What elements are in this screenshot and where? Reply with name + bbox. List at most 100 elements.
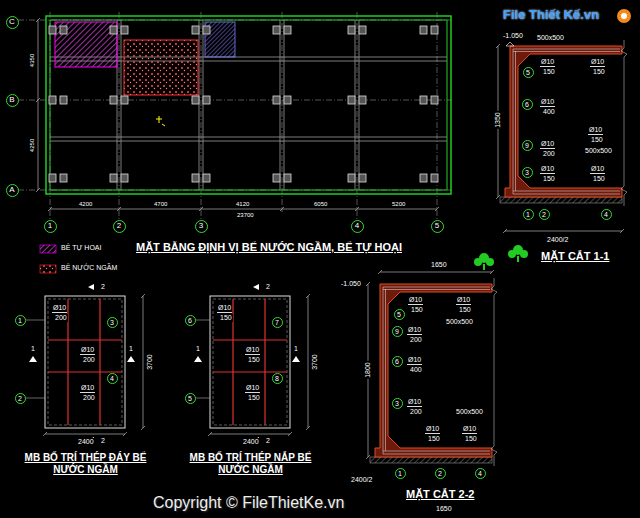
- annotation-text: 150: [590, 136, 604, 144]
- building-outline: [50, 20, 447, 190]
- tree-icon: [520, 250, 528, 258]
- annotation-text: 500x500: [536, 34, 565, 42]
- column: [273, 174, 291, 182]
- tree-icon: [474, 258, 482, 266]
- annotation-text: 4200: [78, 201, 93, 208]
- column: [348, 174, 366, 182]
- bubble-text: 2: [542, 211, 546, 218]
- beam-lines: [117, 20, 359, 190]
- bubble-text: 4: [110, 375, 114, 382]
- grid-bubble: 3: [195, 220, 208, 233]
- axis-marker: [156, 116, 165, 126]
- rebar-text: Ø10: [588, 126, 603, 135]
- annotation-text: 2400: [242, 438, 260, 446]
- rebar-plan-bottom: [43, 294, 145, 436]
- bubble-text: 2: [117, 222, 121, 230]
- rebar-text: Ø10: [408, 296, 423, 305]
- annotation-text: 200: [409, 408, 423, 416]
- building-outline: [46, 16, 451, 194]
- logo-text: File Thiết Kế.vn: [502, 8, 600, 23]
- column: [49, 96, 67, 104]
- annotation-text: 150: [464, 435, 478, 443]
- annotation-text: 200: [54, 314, 68, 322]
- section-2-2: [366, 270, 497, 466]
- section-1-1: [496, 44, 624, 233]
- annotation-text: 150: [247, 394, 261, 402]
- bubble-text: 4: [355, 222, 359, 230]
- tree-icon: [486, 258, 494, 266]
- annotation-text: 500x500: [584, 147, 613, 155]
- bubble-text: A: [9, 186, 14, 194]
- column: [192, 26, 210, 34]
- callout-number: 3: [522, 167, 533, 178]
- grid-bubble: A: [6, 184, 19, 197]
- beam-lines: [50, 57, 447, 141]
- callout-number: 1: [15, 315, 26, 326]
- column: [348, 96, 366, 104]
- dimension-text: 1350: [494, 111, 502, 129]
- column: [420, 96, 438, 104]
- annotation-text: 400: [542, 108, 556, 116]
- bubble-text: 1: [48, 222, 52, 230]
- callout-number: 6: [185, 315, 196, 326]
- building-outline: [46, 16, 451, 194]
- section-2-2: [383, 287, 490, 454]
- rebar-plan-bottom: [45, 296, 125, 428]
- annotation-text: 200: [542, 150, 556, 158]
- grid-bubble: 1: [44, 220, 57, 233]
- dimension-text: 4250: [30, 137, 37, 152]
- rebar-plan-bottom: [26, 320, 45, 398]
- callout-number: 5: [185, 393, 196, 404]
- legend-swatch: [40, 245, 56, 273]
- dimension-text: 1800: [364, 361, 372, 379]
- column: [273, 26, 291, 34]
- bubble-text: 4: [478, 470, 482, 477]
- rebar-text: Ø10: [590, 165, 605, 174]
- annotation-text: 150: [592, 175, 606, 183]
- dimension-text: 3700: [311, 353, 319, 371]
- rebar-text: Ø10: [80, 346, 95, 355]
- bubble-text: 7: [275, 319, 279, 326]
- bubble-text: 1: [398, 470, 402, 477]
- bubble-text: 5: [397, 311, 401, 318]
- rebar-plan-bottom: [26, 284, 145, 443]
- annotation-text: 4700: [153, 201, 168, 208]
- annotation-text: -1.050: [502, 32, 524, 40]
- legend-swatch: [40, 245, 56, 253]
- annotation-text: 1650: [435, 505, 453, 513]
- callout-number: 6: [392, 356, 403, 367]
- plan-grid: [18, 12, 452, 219]
- annotation-text: 23700: [236, 212, 255, 219]
- annotation-text: 150: [427, 435, 441, 443]
- rebar-plan-top: [210, 296, 290, 428]
- section-1-1: [621, 40, 627, 206]
- tree-icon: [483, 264, 485, 270]
- legend-swatch: [40, 265, 56, 273]
- plan-grid: [201, 12, 202, 219]
- grid-bubble: 4: [351, 220, 364, 233]
- rebar-plan-top: [194, 284, 310, 443]
- logo-icon: [617, 9, 631, 23]
- section-1-1: [496, 40, 627, 233]
- callout-number: 9: [522, 140, 533, 151]
- rebar-plan-top: [208, 294, 310, 436]
- callout-number: 3: [392, 398, 403, 409]
- rebar-text: Ø10: [540, 58, 555, 67]
- section-1-1: [513, 49, 620, 194]
- rebar-text: Ø10: [80, 384, 95, 393]
- bubble-text: 6: [525, 101, 529, 108]
- column: [110, 26, 128, 34]
- column: [348, 26, 366, 34]
- legend-text: BỂ NƯỚC NGẦM: [60, 264, 118, 272]
- annotation-text: 150: [542, 68, 556, 76]
- rebar-plan-bottom: [48, 299, 122, 425]
- callout-number: 7: [272, 317, 283, 328]
- annotation-text: 2400/2: [546, 236, 569, 244]
- grid-bubble: 5: [431, 220, 444, 233]
- bubble-text: 3: [110, 319, 114, 326]
- bubble-text: 8: [275, 375, 279, 382]
- bubble-text: 6: [395, 358, 399, 365]
- column: [273, 96, 291, 104]
- bubble-text: 9: [525, 142, 529, 149]
